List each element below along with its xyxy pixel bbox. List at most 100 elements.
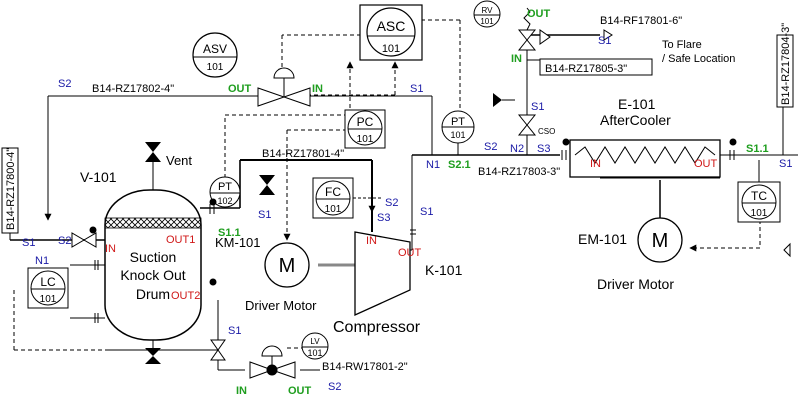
- rv-in-label: IN: [511, 53, 522, 65]
- rv-101-tag: RV: [482, 6, 494, 15]
- rv-101-bubble[interactable]: RV 101: [473, 0, 501, 28]
- pc-101-controller[interactable]: PC 101: [344, 109, 386, 149]
- node-s1-drain: S1: [228, 325, 241, 337]
- drum-name-line-2: Knock Out: [120, 267, 185, 283]
- lc-101-controller[interactable]: LC 101: [27, 267, 69, 309]
- tc-101-tag: TC: [751, 189, 767, 203]
- line-rz17804-tag: B14-RZ17804-3": [776, 23, 794, 108]
- pt-102-bubble[interactable]: PT 102: [209, 176, 241, 208]
- rv-out-label: OUT: [527, 8, 551, 20]
- pc-101-number: 101: [357, 134, 374, 145]
- asc-101-number: 101: [382, 43, 400, 55]
- asc-101-controller[interactable]: ASC 101: [359, 4, 423, 61]
- asv-101-valve[interactable]: [257, 67, 311, 107]
- cooler-tag: E-101: [618, 96, 656, 112]
- pt-102-number: 102: [217, 196, 232, 206]
- km-101-motor-symbol: M: [279, 255, 296, 277]
- level-gauge-taps: [70, 260, 105, 323]
- rv-101-number: 101: [480, 17, 494, 26]
- cooler-in-label: IN: [590, 158, 601, 170]
- lv-101-tag: LV: [310, 337, 320, 346]
- node-s2-suction: S2: [385, 197, 398, 209]
- drum-tag: V-101: [80, 169, 117, 185]
- compressor-out-label: OUT: [398, 247, 422, 259]
- node-s1-relief: S1: [531, 101, 544, 113]
- lc-101-tag: LC: [40, 275, 56, 289]
- node-s2-discharge: S2: [484, 141, 497, 153]
- cooler-out-label: OUT: [694, 158, 718, 170]
- fc-101-controller[interactable]: FC 101: [312, 177, 382, 219]
- pt-101-tag: PT: [451, 116, 465, 128]
- node-s3-suction: S3: [377, 212, 390, 224]
- pc-101-tag: PC: [357, 115, 374, 129]
- n2-isolation-valve: [493, 93, 515, 107]
- asv-in-label: IN: [312, 83, 323, 95]
- asv-out-label: OUT: [228, 83, 252, 95]
- cso-label: CSO: [538, 127, 555, 136]
- drum-out1-label: OUT1: [166, 234, 195, 246]
- lv-out-label: OUT: [288, 385, 312, 397]
- node-s1-1-cooler: S1.1: [746, 143, 769, 155]
- line-rz17800-label: B14-RZ17800-4": [5, 148, 17, 230]
- node-n1-inlet: N1: [35, 255, 49, 267]
- line-rf17801-label: B14-RF17801-6": [600, 15, 682, 27]
- drum-name-line-3: Drum: [136, 286, 170, 302]
- asv-101-number: 101: [207, 62, 224, 73]
- node-s1-inlet: S1: [22, 237, 35, 249]
- node-s2-drain: S2: [328, 381, 341, 393]
- fc-101-tag: FC: [325, 185, 341, 199]
- node-s1-discharge: S1: [420, 206, 433, 218]
- suction-knock-out-drum: [104, 142, 202, 364]
- node-s1-suction: S1: [258, 209, 271, 221]
- lv-101-control-valve[interactable]: [249, 345, 296, 379]
- flange-marks: [89, 138, 737, 286]
- km-101-driver-motor-label: Driver Motor: [245, 298, 317, 313]
- vent-label: Vent: [166, 153, 192, 168]
- km-101-tag: KM-101: [215, 235, 261, 250]
- em-101-tag: EM-101: [578, 231, 627, 247]
- line-rz17805-tag: B14-RZ17805-3": [539, 58, 653, 76]
- lv-101-number: 101: [307, 348, 322, 358]
- em-101-driver-motor-label: Driver Motor: [597, 276, 674, 292]
- to-flare-line-2: / Safe Location: [662, 53, 735, 65]
- node-s1-recycle: S1: [410, 83, 423, 95]
- line-rw17801-label: B14-RW17801-2": [322, 361, 408, 373]
- aftercooler-e-101: [569, 139, 721, 179]
- line-rz17800-tag: B14-RZ17800-4": [1, 147, 19, 234]
- node-s1-1-suction: S1.1: [218, 227, 241, 239]
- node-s2-recycle: S2: [58, 78, 71, 90]
- tc-101-controller[interactable]: TC 101: [737, 160, 781, 223]
- to-flare-line-1: To Flare: [662, 39, 702, 51]
- pt-101-bubble[interactable]: PT 101: [441, 110, 475, 155]
- km-101-motor: [264, 242, 310, 288]
- line-rz17802-label: B14-RZ17802-4": [92, 83, 174, 95]
- flow-arrows: [603, 29, 791, 258]
- pt-102-tag: PT: [218, 181, 232, 193]
- em-101-motor-symbol: M: [652, 230, 669, 252]
- node-n2: N2: [510, 143, 524, 155]
- asv-101-bubble[interactable]: ASV 101: [192, 32, 238, 78]
- drum-name-line-1: Suction: [130, 249, 177, 265]
- cso-valve[interactable]: [517, 114, 537, 136]
- lv-101-bubble[interactable]: LV 101: [301, 332, 329, 360]
- lv-in-label: IN: [236, 385, 247, 397]
- node-n1-discharge: N1: [426, 159, 440, 171]
- drain-valve: [210, 339, 226, 361]
- suction-line-valve: [259, 175, 275, 195]
- compressor-name: Compressor: [333, 319, 421, 336]
- line-rz17801-label: B14-RZ17801-4": [262, 148, 344, 160]
- lc-101-number: 101: [40, 294, 57, 305]
- inlet-check-valve: [71, 232, 97, 248]
- compressor-k-101: [354, 231, 411, 317]
- node-s2-inlet: S2: [58, 235, 71, 247]
- line-rz17805-label: B14-RZ17805-3": [545, 63, 627, 75]
- rv-101-relief-valve[interactable]: [517, 7, 551, 51]
- em-101-motor: [637, 180, 683, 263]
- node-s2-1-discharge: S2.1: [448, 159, 471, 171]
- node-s1-flare: S1: [598, 35, 611, 47]
- tc-101-number: 101: [751, 208, 768, 219]
- node-s1-cooler-out: S1: [779, 158, 792, 170]
- asv-101-tag: ASV: [203, 42, 227, 56]
- line-rz17803-label: B14-RZ17803-3": [478, 166, 560, 178]
